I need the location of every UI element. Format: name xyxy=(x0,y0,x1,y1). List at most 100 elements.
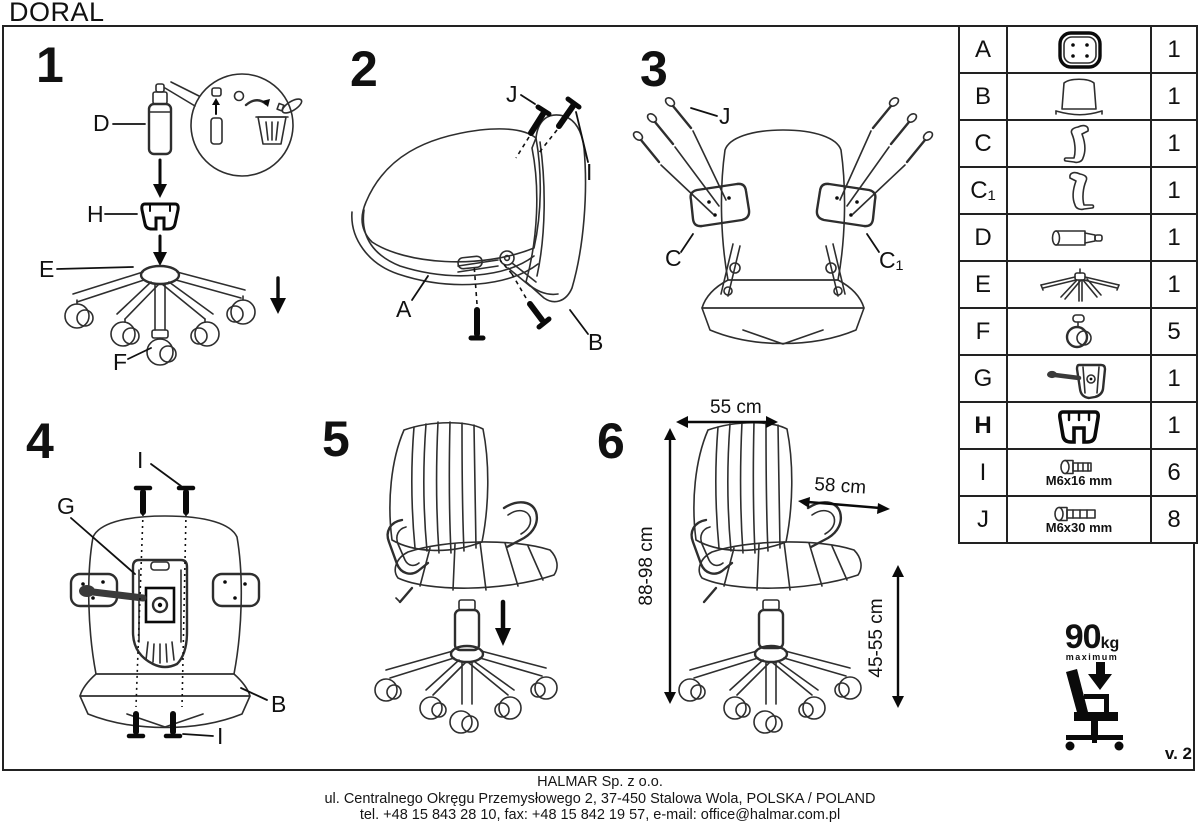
footer-company: HALMAR Sp. z o.o. xyxy=(537,774,663,790)
dim-seat-depth: 58 cm xyxy=(814,474,867,499)
backrest-icon xyxy=(1055,77,1103,116)
table-row-h: H 1 xyxy=(958,401,1198,450)
label-b: B xyxy=(588,329,603,355)
footer-address: ul. Centralnego Okręgu Przemysłowego 2, … xyxy=(324,790,876,807)
label-g: G xyxy=(57,493,75,519)
backrest-rear-view xyxy=(720,129,846,281)
table-row-c1: C₁ 1 xyxy=(958,166,1198,215)
weight-limit-badge: 90kg maximum xyxy=(1032,620,1152,759)
detail-balloon xyxy=(190,73,294,177)
backrest-part xyxy=(525,114,587,303)
dim-seat-height: 45-55 cm xyxy=(866,598,887,677)
tilt-mechanism xyxy=(79,558,189,669)
step-1-diagram: D H xyxy=(39,73,303,375)
part-id: D xyxy=(958,213,1008,262)
label-j: J xyxy=(506,81,518,107)
part-id: G xyxy=(958,354,1008,403)
armrest-plate-c1 xyxy=(815,182,877,228)
part-id: F xyxy=(958,307,1008,356)
part-qty: 6 xyxy=(1150,448,1198,497)
part-qty: 1 xyxy=(1150,25,1198,74)
label-i-top: I xyxy=(137,447,143,473)
label-a: A xyxy=(396,296,412,322)
seat-underside xyxy=(87,515,243,675)
chair-silhouette-icon xyxy=(1065,661,1124,751)
step-5-diagram xyxy=(374,421,558,734)
seat-cushion xyxy=(394,541,558,589)
weight-limit-value: 90 xyxy=(1064,618,1102,656)
weight-limit-label: maximum xyxy=(1065,651,1119,662)
label-c: C xyxy=(665,245,682,271)
label-j: J xyxy=(719,103,731,129)
part-qty: 1 xyxy=(1150,72,1198,121)
part-qty: 1 xyxy=(1150,354,1198,403)
part-qty: 1 xyxy=(1150,260,1198,309)
part-qty: 5 xyxy=(1150,307,1198,356)
label-d: D xyxy=(93,110,110,136)
armrest-plate-c xyxy=(689,182,751,228)
label-i-bottom: I xyxy=(217,723,223,749)
part-id: C₁ xyxy=(958,166,1008,215)
gas-lift-pin xyxy=(155,83,165,93)
table-row-e: E 1 xyxy=(958,260,1198,309)
step-6-diagram: 55 cm 88-98 cm 58 cm 45-55 cm xyxy=(636,397,904,734)
weight-limit-unit: kg xyxy=(1100,635,1120,652)
seat-underside-icon xyxy=(1058,30,1102,69)
label-h: H xyxy=(87,201,104,227)
table-row-d: D 1 xyxy=(958,213,1198,262)
part-qty: 1 xyxy=(1150,213,1198,262)
table-row-b: B 1 xyxy=(958,72,1198,121)
screw-size-note: M6x16 mm xyxy=(1045,472,1113,488)
screw-size-note: M6x30 mm xyxy=(1045,519,1113,535)
clip-part xyxy=(140,202,180,231)
gas-lift-icon xyxy=(1051,229,1103,246)
label-b: B xyxy=(271,691,286,717)
table-row-j: J M6x30 mm 8 xyxy=(958,495,1198,544)
step-3-diagram: J C C₁ xyxy=(632,97,934,345)
screw-icon xyxy=(1054,506,1096,521)
label-f: F xyxy=(113,349,127,375)
seat-part xyxy=(361,128,542,263)
base-assembly xyxy=(374,644,558,734)
base-hub xyxy=(139,264,181,286)
table-row-g: G 1 xyxy=(958,354,1198,403)
finished-chair xyxy=(678,421,862,734)
screws-right xyxy=(839,97,934,215)
armrest-right-icon xyxy=(1069,171,1095,210)
dim-back-width: 55 cm xyxy=(710,397,762,418)
page-title: DORAL xyxy=(9,0,105,27)
part-qty: 1 xyxy=(1150,401,1198,450)
table-row-i: I M6x16 mm 6 xyxy=(958,448,1198,497)
part-id: C xyxy=(958,119,1008,168)
tilt-mechanism-icon xyxy=(1047,363,1107,399)
step-4-diagram: I G B I xyxy=(57,447,286,749)
footer: HALMAR Sp. z o.o. ul. Centralnego Okręgu… xyxy=(0,774,1200,824)
screws-left xyxy=(632,97,727,215)
table-row-f: F 5 xyxy=(958,307,1198,356)
step-2-number: 2 xyxy=(350,41,378,97)
armrest-right xyxy=(502,501,538,549)
dim-total-height: 88-98 cm xyxy=(636,526,657,605)
part-qty: 1 xyxy=(1150,119,1198,168)
caster-wheels xyxy=(64,295,256,366)
step-3-number: 3 xyxy=(640,41,668,97)
part-id: E xyxy=(958,260,1008,309)
label-e: E xyxy=(39,256,54,282)
step-2-diagram: J I A B xyxy=(351,81,603,355)
screw-icon xyxy=(1060,459,1092,474)
table-row-a: A 1 xyxy=(958,25,1198,74)
part-id: B xyxy=(958,72,1008,121)
chair-upper-assembly xyxy=(386,421,558,604)
step-4-number: 4 xyxy=(26,413,54,469)
parts-table: A 1 B 1 C xyxy=(958,25,1198,544)
part-qty: 1 xyxy=(1150,166,1198,215)
gas-lift-clip-icon xyxy=(1058,409,1100,444)
part-id: J xyxy=(958,495,1008,544)
step-1-number: 1 xyxy=(36,37,64,93)
footer-contact: tel. +48 15 843 28 10, fax: +48 15 842 1… xyxy=(359,807,841,823)
table-row-c: C 1 xyxy=(958,119,1198,168)
version-label: v. 2 xyxy=(1164,744,1192,763)
armrest-left-icon xyxy=(1063,124,1089,163)
caster-wheel-icon xyxy=(1065,313,1092,348)
